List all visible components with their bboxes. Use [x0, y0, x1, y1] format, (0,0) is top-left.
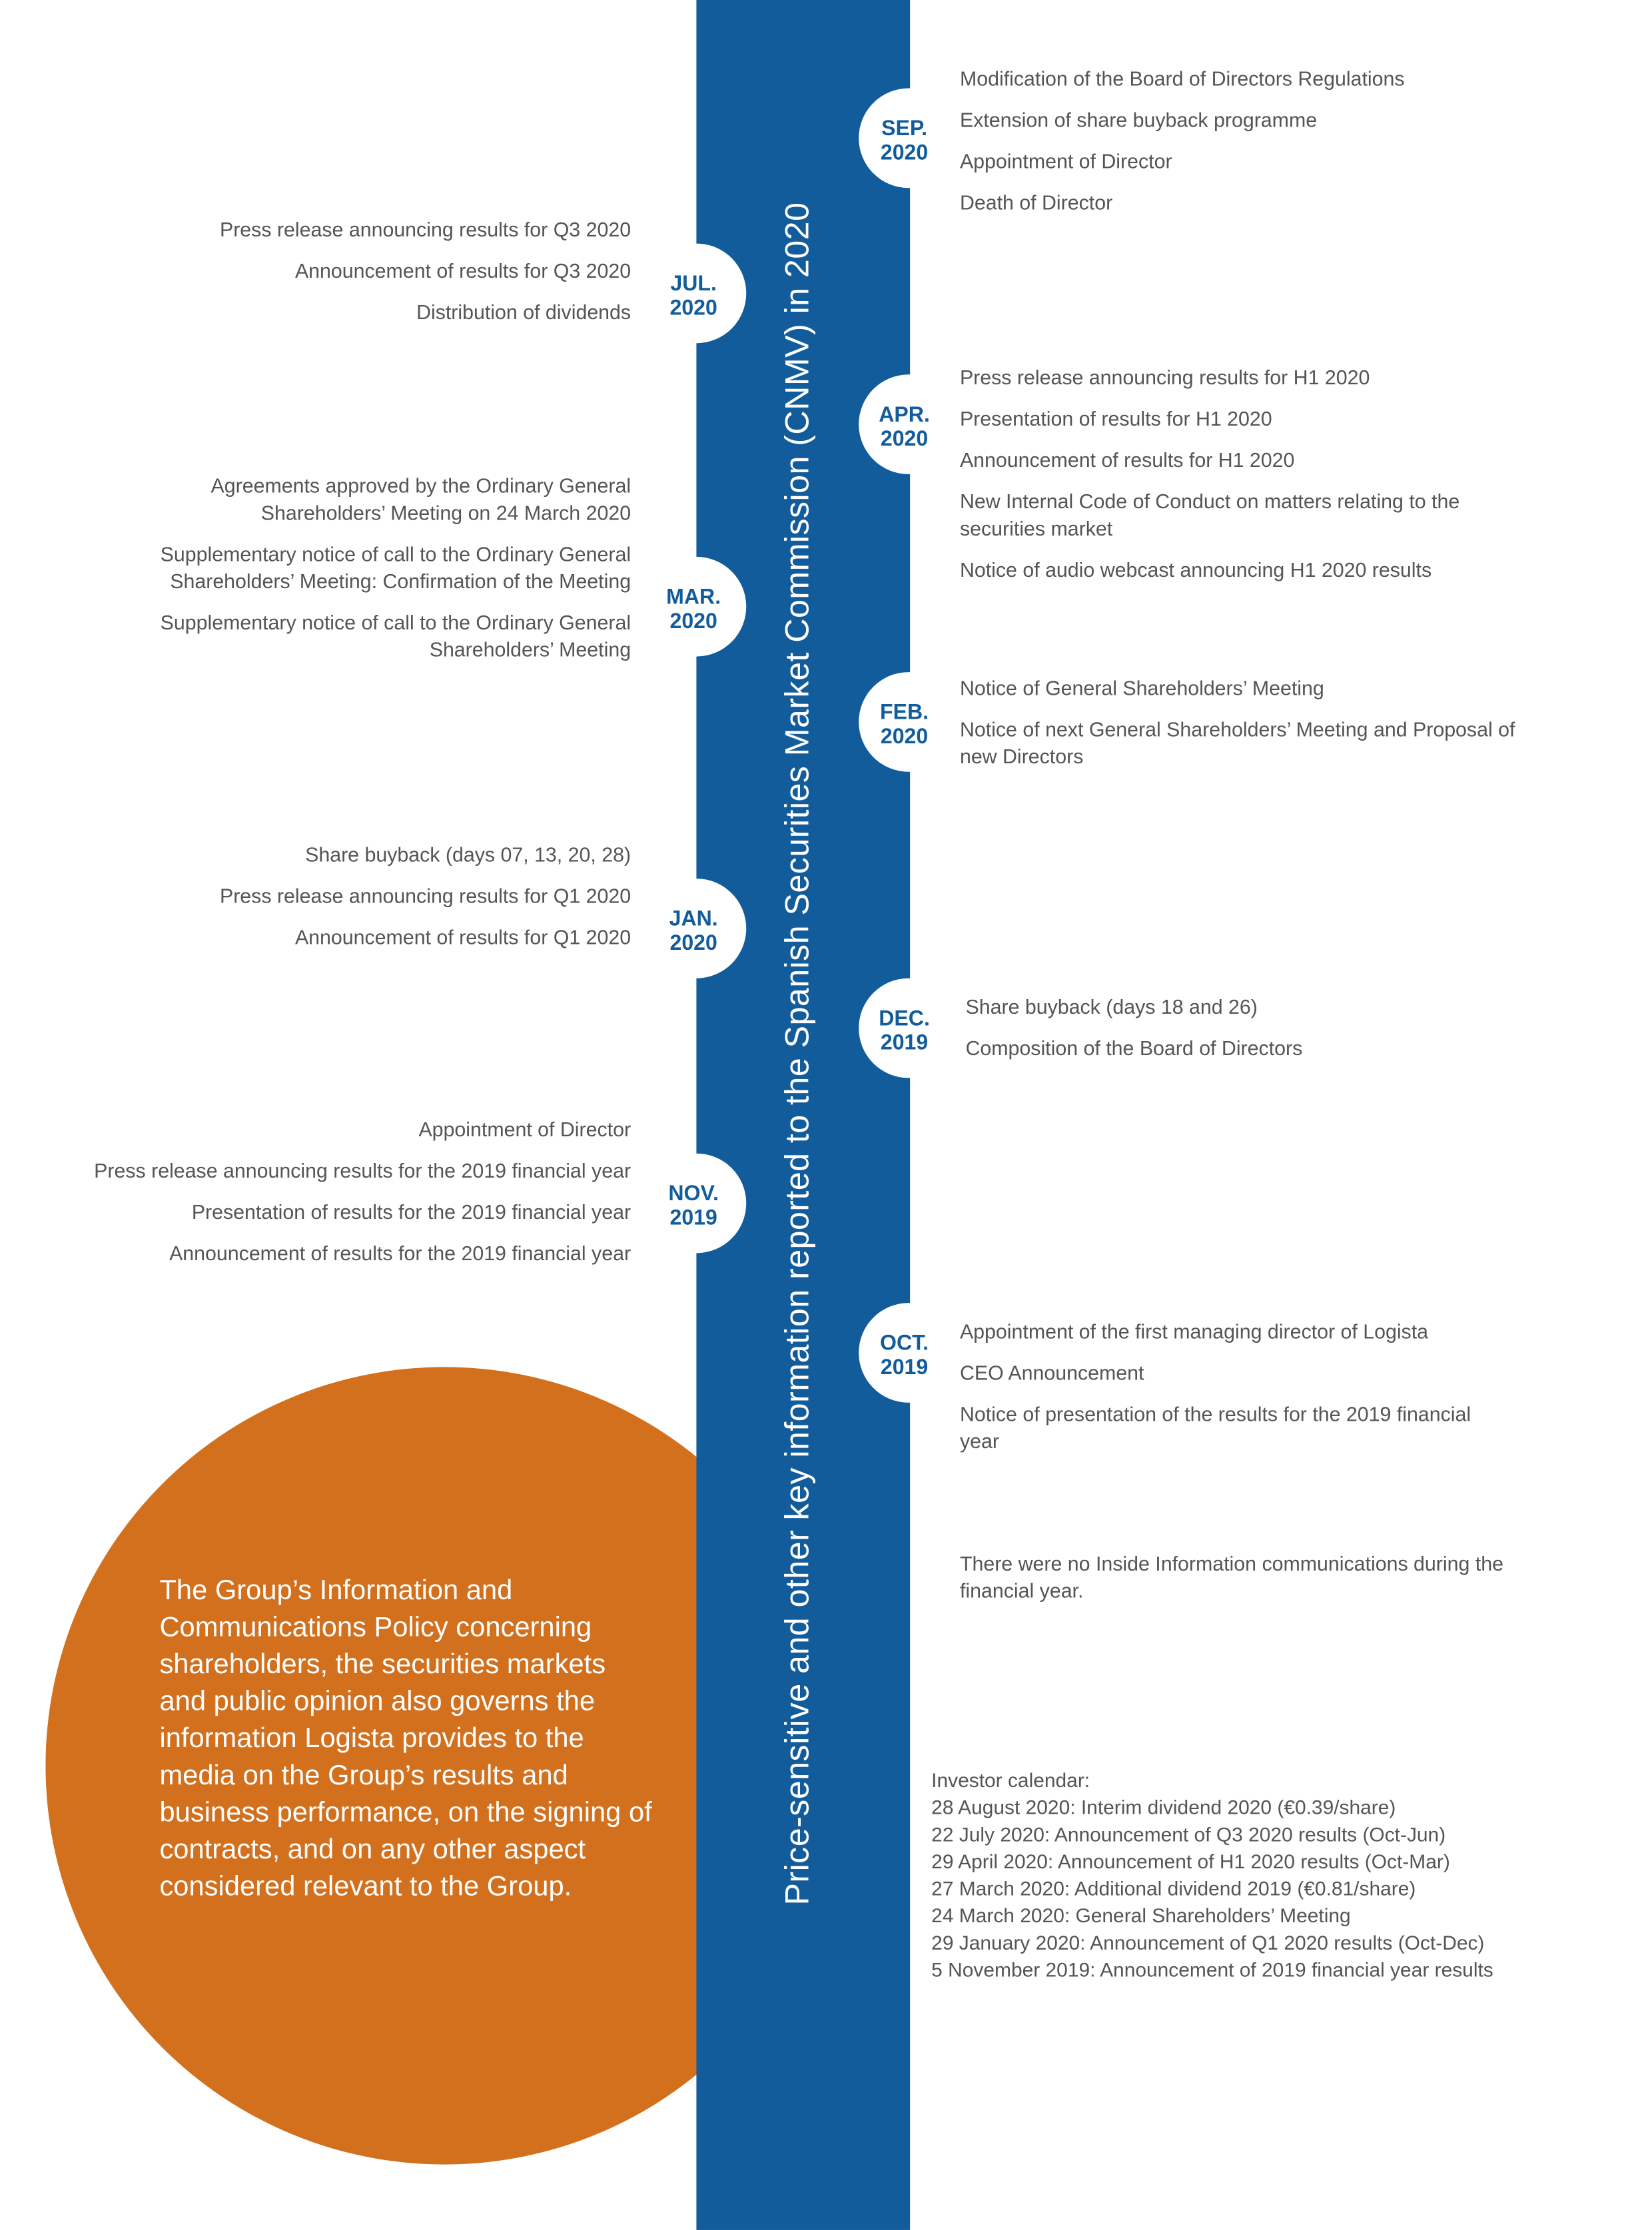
calendar-item: 29 January 2020: Announcement of Q1 2020…: [931, 1930, 1485, 1954]
calendar-item: 29 April 2020: Announcement of H1 2020 r…: [931, 1850, 1450, 1873]
timeline-item: Composition of the Board of Directors: [965, 1038, 1303, 1061]
timeline-bar: [696, 0, 911, 2230]
timeline-marker: [859, 1303, 959, 1403]
timeline-item: Notice of presentation of the results fo…: [959, 1403, 1471, 1454]
timeline-date: FEB.2020: [861, 701, 947, 749]
timeline-date: OCT.2019: [861, 1331, 947, 1380]
timeline-items: Agreements approved by the Ordinary Gene…: [90, 474, 631, 679]
timeline-marker: [646, 556, 747, 657]
timeline-item: Press release announcing results for Q1 …: [219, 885, 631, 909]
date-month: JUL.: [670, 272, 717, 296]
date-month: OCT.: [880, 1331, 929, 1356]
timeline-item: Presentation of results for the 2019 fin…: [191, 1202, 631, 1225]
timeline-item: CEO Announcement: [959, 1362, 1144, 1386]
calendar-item: 5 November 2019: Announcement of 2019 fi…: [931, 1958, 1493, 1981]
timeline-marker: [859, 978, 959, 1078]
date-month: NOV.: [668, 1182, 719, 1206]
investor-calendar: Investor calendar: 28 August 2020: Inter…: [931, 1767, 1493, 1984]
timeline-items: Modification of the Board of Directors R…: [960, 67, 1515, 232]
timeline-item: Appointment of Director: [959, 151, 1172, 174]
timeline-item: New Internal Code of Conduct on matters …: [959, 491, 1460, 542]
timeline-items: Press release announcing results for H1 …: [960, 366, 1515, 599]
timeline-marker: [646, 879, 747, 978]
timeline-marker: [859, 374, 959, 474]
timeline-item: Notice of General Shareholders’ Meeting: [959, 677, 1324, 701]
date-year: 2020: [880, 141, 929, 165]
timeline-date: JAN.2020: [651, 907, 736, 956]
timeline-items: Share buyback (days 18 and 26) Compositio…: [965, 995, 1521, 1078]
calendar-item: 22 July 2020: Announcement of Q3 2020 re…: [931, 1822, 1446, 1846]
timeline-item: Press release announcing results for Q3 …: [219, 219, 631, 242]
timeline-date: NOV.2019: [651, 1182, 736, 1230]
timeline-item: Presentation of results for H1 2020: [959, 408, 1272, 432]
date-year: 2020: [669, 296, 717, 321]
timeline-item: Supplementary notice of call to the Ordi…: [160, 544, 631, 594]
date-month: MAR.: [666, 585, 721, 610]
date-year: 2019: [880, 1030, 929, 1056]
timeline-item: Press release announcing results for the…: [94, 1160, 631, 1184]
timeline-item: Press release announcing results for H1 …: [959, 367, 1370, 390]
timeline-date: APR.2020: [861, 403, 947, 452]
timeline-items: Appointment of the first managing direct…: [960, 1320, 1515, 1471]
timeline-item: Agreements approved by the Ordinary Gene…: [210, 476, 631, 526]
date-year: 2020: [669, 931, 717, 956]
date-year: 2019: [669, 1206, 717, 1231]
date-month: JAN.: [669, 907, 718, 932]
timeline-date: MAR.2020: [651, 585, 736, 634]
timeline-item: Appointment of Director: [418, 1119, 631, 1142]
investor-calendar-heading: Investor calendar:: [931, 1768, 1090, 1792]
timeline-marker: [859, 672, 959, 772]
timeline-item: Announcement of results for Q1 2020: [294, 927, 631, 950]
date-year: 2020: [880, 427, 929, 452]
timeline-item: Announcement of results for the 2019 fin…: [169, 1243, 631, 1266]
policy-note: The Group’s Information and Communicatio…: [159, 1575, 652, 1903]
timeline-items: Share buyback (days 07, 13, 20, 28) Press…: [90, 843, 631, 967]
timeline-items: Press release announcing results for Q3 …: [90, 218, 631, 342]
timeline-item: Distribution of dividends: [416, 302, 631, 325]
timeline-date: DEC.2019: [861, 1006, 947, 1055]
timeline-date: JUL.2020: [651, 272, 736, 320]
timeline-item: Death of Director: [959, 192, 1113, 215]
timeline-item: Notice of audio webcast announcing H1 20…: [959, 559, 1432, 583]
timeline-item: Announcement of results for Q3 2020: [294, 260, 631, 284]
timeline-item: Share buyback (days 18 and 26): [965, 996, 1258, 1020]
date-month: FEB.: [880, 700, 929, 725]
calendar-item: 24 March 2020: General Shareholders’ Mee…: [931, 1904, 1351, 1927]
timeline-item: Modification of the Board of Directors R…: [959, 68, 1405, 91]
timeline-item: Supplementary notice of call to the Ordi…: [160, 612, 631, 663]
date-year: 2020: [880, 725, 929, 749]
timeline-date: SEP.2020: [861, 117, 947, 165]
timeline-item: Share buyback (days 07, 13, 20, 28): [305, 844, 631, 867]
timeline-item: Announcement of results for H1 2020: [959, 450, 1295, 473]
date-year: 2020: [669, 609, 717, 634]
timeline-item: Appointment of the first managing direct…: [959, 1321, 1429, 1345]
timeline-item: Notice of next General Shareholders’ Mee…: [959, 719, 1515, 769]
page-title: Price-sensitive and other key informatio…: [778, 202, 815, 1906]
date-month: APR.: [879, 403, 930, 428]
timeline-marker: [859, 88, 959, 188]
timeline-marker: [646, 1153, 747, 1254]
timeline-marker: [646, 243, 747, 344]
timeline-item: Extension of share buyback programme: [959, 109, 1318, 133]
calendar-item: 27 March 2020: Additional dividend 2019 …: [931, 1876, 1416, 1900]
date-month: DEC.: [879, 1006, 930, 1031]
date-year: 2019: [880, 1355, 929, 1380]
calendar-item: 28 August 2020: Interim dividend 2020 (€…: [931, 1795, 1396, 1819]
date-month: SEP.: [881, 117, 928, 141]
inside-info-note: There were no Inside Information communi…: [959, 1553, 1503, 1604]
